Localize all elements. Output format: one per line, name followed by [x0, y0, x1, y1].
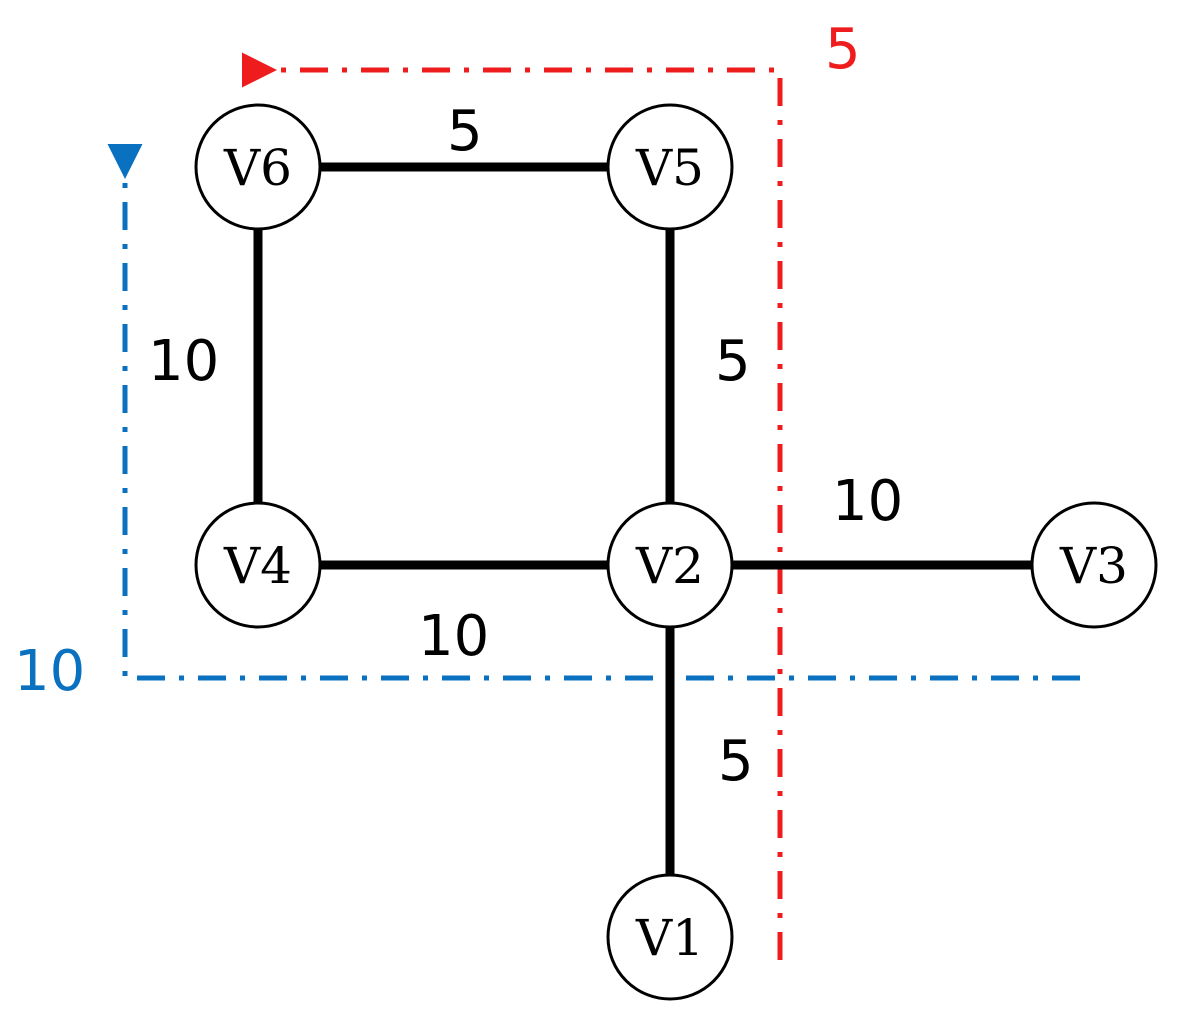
node-v3: V3 — [1030, 501, 1158, 629]
red-cut: 5 — [242, 17, 861, 960]
node-v4: V4 — [194, 501, 322, 629]
weight-v2-v3: 10 — [832, 469, 903, 534]
weight-v6-v4: 10 — [148, 329, 219, 394]
node-v4-label: V4 — [223, 537, 292, 595]
node-v3-circle — [1030, 501, 1158, 629]
node-v5-circle — [606, 103, 734, 231]
blue-cut-line — [107, 144, 1080, 681]
node-v5-label: V5 — [635, 139, 704, 197]
node-v2-circle — [606, 501, 734, 629]
node-v6-circle — [194, 103, 322, 231]
weight-v2-v1: 5 — [718, 729, 754, 794]
weight-v5-v2: 5 — [715, 329, 751, 394]
weight-v6-v5: 5 — [447, 99, 483, 164]
node-v2-label: V2 — [635, 537, 704, 595]
node-v5: V5 — [606, 103, 734, 231]
node-v1-circle — [606, 873, 734, 1001]
blue-cut: 10 — [14, 144, 1080, 704]
red-cut-label: 5 — [825, 17, 861, 82]
node-v4-circle — [194, 501, 322, 629]
weight-v4-v2: 10 — [418, 604, 489, 669]
blue-cut-label: 10 — [14, 639, 85, 704]
node-v6: V6 — [194, 103, 322, 231]
red-cut-line — [242, 52, 783, 960]
edge-weights: 5 10 5 10 10 5 — [148, 99, 903, 794]
nodes: V6 V5 V4 V2 V3 V1 — [194, 103, 1158, 1001]
node-v1: V1 — [606, 873, 734, 1001]
node-v2: V2 — [606, 501, 734, 629]
node-v1-label: V1 — [635, 909, 704, 967]
node-v6-label: V6 — [223, 139, 292, 197]
node-v3-label: V3 — [1059, 537, 1128, 595]
